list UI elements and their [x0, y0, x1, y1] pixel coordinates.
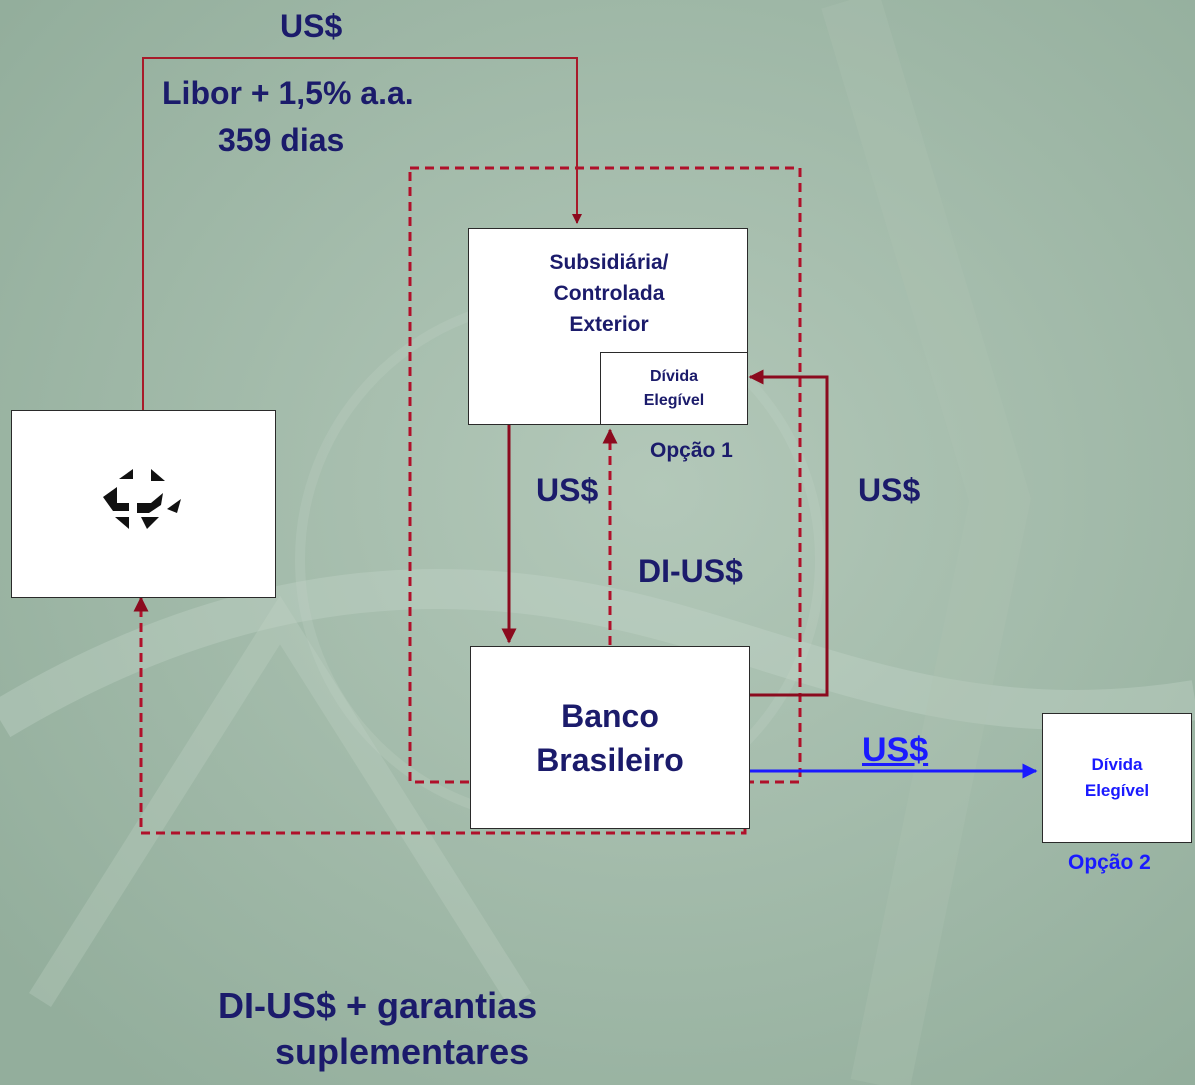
eligible-debt-box-2: Dívida Elegível — [1042, 713, 1192, 843]
arrow-guarantees-bottom — [133, 596, 747, 835]
eligible-debt-label-1: Dívida Elegível — [643, 367, 705, 409]
bottom-guarantees-label-line2: suplementares — [275, 1031, 530, 1072]
top-currency-label: US$ — [280, 8, 343, 44]
eligible-debt-box-1: Dívida Elegível — [600, 352, 748, 425]
bank-label: Banco Brasileiro — [536, 697, 684, 778]
bottom-guarantees-label-line1: DI-US$ + garantias — [218, 985, 538, 1026]
option-1-label: Opção 1 — [650, 439, 733, 462]
mid-currency-left-label: US$ — [536, 472, 599, 508]
subsidiary-label: Subsidiária/ Controlada Exterior — [549, 251, 669, 336]
mid-currency-right-label: US$ — [858, 472, 921, 508]
bank-to-debt-currency-label: US$ — [862, 731, 929, 769]
arrow-bank-loop-to-debt1 — [748, 369, 829, 697]
arrow-loan-top — [142, 57, 582, 410]
top-term-label: 359 dias — [218, 122, 345, 158]
option-2-label: Opção 2 — [1068, 851, 1151, 874]
top-rate-label: Libor + 1,5% a.a. — [162, 75, 414, 111]
eligible-debt-label-2: Dívida Elegível — [1084, 755, 1150, 800]
central-bank-box — [11, 410, 276, 598]
mid-di-usd-label: DI-US$ — [638, 553, 743, 589]
dashed-group-boundary — [408, 166, 802, 784]
central-bank-logo-icon — [102, 469, 181, 529]
bank-box: Banco Brasileiro — [470, 646, 750, 829]
